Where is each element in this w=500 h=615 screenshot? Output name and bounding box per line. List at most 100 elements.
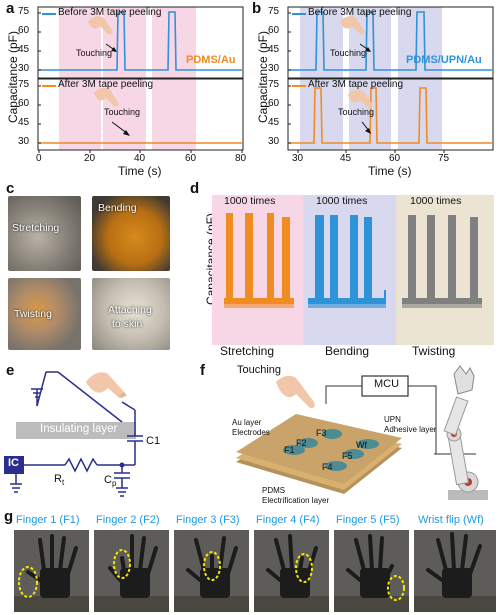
- photo-attaching-label-1: Attaching: [108, 304, 152, 316]
- panel-b-chart: [287, 6, 494, 153]
- panel-g-label-f1: Finger 1 (F1): [16, 514, 80, 526]
- robot-arm-icon: [443, 365, 488, 500]
- mcu-box: [361, 375, 409, 397]
- photo-twisting: Twisting: [8, 278, 81, 350]
- panel-b-xtick: 75: [438, 153, 450, 164]
- panel-e-letter: e: [6, 362, 15, 379]
- robot-hand-icon: [14, 534, 89, 612]
- panel-c-letter: c: [6, 180, 15, 197]
- panel-a-before-trace: [39, 11, 242, 71]
- upn-label: UPN: [384, 415, 401, 424]
- robot-hand-icon: [94, 534, 169, 612]
- panel-d-stretching-signal: [224, 213, 294, 308]
- panel-b-ytick: 75: [268, 6, 280, 17]
- photo-stretching: Stretching: [8, 196, 81, 271]
- panel-a-xtick: 60: [185, 153, 197, 164]
- photo-attaching-to-skin: Attaching to skin: [92, 278, 170, 350]
- panel-b-after-trace: [289, 87, 492, 144]
- panel-a-finger-bottom-icon: [94, 87, 130, 136]
- panel-a-ylabel: Capacitance (pF): [6, 30, 20, 124]
- panel-a-xtick: 80: [235, 153, 247, 164]
- au-layer-label: Au layer: [232, 418, 262, 427]
- panel-a-ytick: 60: [18, 25, 30, 36]
- ic-label: IC: [8, 457, 19, 469]
- panel-b-ytick: 45: [268, 117, 280, 128]
- panel-g-label-f5: Finger 5 (F5): [336, 514, 400, 526]
- panel-b-ytick: 45: [268, 44, 280, 55]
- cp-main: C: [104, 474, 112, 486]
- panel-b-xtick: 60: [389, 153, 401, 164]
- panel-a-bottom-legend: After 3M tape peeling: [58, 79, 154, 90]
- robot-hand-photo-wf: [414, 530, 496, 612]
- rt-sub: t: [61, 478, 65, 488]
- robot-hand-photo-f5: [334, 530, 409, 612]
- panel-a-xtick: 0: [36, 153, 42, 164]
- panel-b-material: PDMS/UPN/Au: [406, 54, 482, 66]
- panel-g-letter: g: [4, 508, 14, 525]
- robot-hand-photo-f1: [14, 530, 89, 612]
- panel-a-finger-top-icon: [88, 16, 117, 52]
- panel-a-xtick: 20: [84, 153, 96, 164]
- panel-g-label-f4: Finger 4 (F4): [256, 514, 320, 526]
- panel-d-note-stretching: 1000 times: [224, 195, 276, 207]
- photo-bending-label: Bending: [98, 202, 137, 214]
- panel-b-xtick: 30: [292, 153, 304, 164]
- panel-a-xtick: 40: [134, 153, 146, 164]
- photo-attaching-label-2: to skin: [112, 318, 143, 330]
- panel-g-label-f3: Finger 3 (F3): [176, 514, 240, 526]
- panel-a-ytick: 60: [18, 98, 30, 109]
- panel-b-ytick: 30: [268, 136, 280, 147]
- pad-label-f1: F1: [284, 445, 295, 455]
- panel-b-xlabel: Time (s): [368, 164, 412, 178]
- panel-b-touching-top: Touching: [330, 48, 367, 58]
- panel-f-diagram: [236, 365, 488, 500]
- photo-bending: Bending: [92, 196, 170, 271]
- panel-a-chart: [37, 6, 244, 153]
- photo-stretching-label: Stretching: [12, 222, 60, 234]
- robot-hand-photo-f3: [174, 530, 249, 612]
- insulating-layer-label: Insulating layer: [40, 423, 118, 435]
- panel-d-twisting-signal: [402, 215, 482, 308]
- pad-label-wf: Wf: [356, 440, 367, 450]
- pad-label-f2: F2: [296, 438, 307, 448]
- panel-a-ytick: 30: [18, 63, 30, 74]
- panel-a-ytick: 45: [18, 44, 30, 55]
- panel-g-label-f2: Finger 2 (F2): [96, 514, 160, 526]
- panel-f-letter: f: [200, 362, 205, 379]
- panel-b-ytick: 30: [268, 63, 280, 74]
- panel-d-note-bending: 1000 times: [316, 195, 368, 207]
- panel-d-note-twisting: 1000 times: [410, 195, 462, 207]
- photo-twisting-label: Twisting: [14, 308, 52, 320]
- pdms-label: PDMS: [262, 486, 286, 495]
- panel-b-top-legend: Before 3M tape peeling: [308, 7, 412, 18]
- pad-label-f4: F4: [322, 462, 333, 472]
- panel-d-letter: d: [190, 180, 200, 197]
- panel-d-label-bending: Bending: [325, 344, 370, 358]
- panel-a-material: PDMS/Au: [186, 54, 236, 66]
- sensor-pads: [283, 429, 379, 471]
- adhesive-label: Adhesive layer: [384, 425, 437, 434]
- panel-a-touching-bottom: Touching: [104, 107, 141, 117]
- mcu-label: MCU: [374, 378, 400, 390]
- electrification-label: Electrification layer: [262, 496, 330, 505]
- panel-d-chart: [212, 195, 494, 345]
- panel-a-xlabel: Time (s): [118, 164, 162, 178]
- panel-b-ytick: 75: [268, 79, 280, 90]
- robot-hand-photo-f4: [254, 530, 329, 612]
- panel-e-circuit: [4, 371, 143, 497]
- panel-b-finger-bottom-icon: [348, 89, 373, 134]
- panel-b-touching-bottom: Touching: [338, 107, 375, 117]
- panel-b-ytick: 60: [268, 25, 280, 36]
- robot-hand-photo-f2: [94, 530, 169, 612]
- panel-a-top-legend: Before 3M tape peeling: [58, 7, 162, 18]
- panel-g-label-wf: Wrist flip (Wf): [418, 514, 484, 526]
- panel-b-letter: b: [252, 0, 262, 17]
- rt-main: R: [54, 473, 62, 485]
- panel-a-letter: a: [6, 0, 15, 17]
- panel-b-ytick: 60: [268, 98, 280, 109]
- cp-sub: p: [111, 479, 117, 489]
- robot-hand-icon: [254, 534, 329, 612]
- panel-e-finger-icon: [86, 372, 127, 399]
- panel-d-label-twisting: Twisting: [412, 344, 456, 358]
- robot-hand-icon: [334, 534, 409, 612]
